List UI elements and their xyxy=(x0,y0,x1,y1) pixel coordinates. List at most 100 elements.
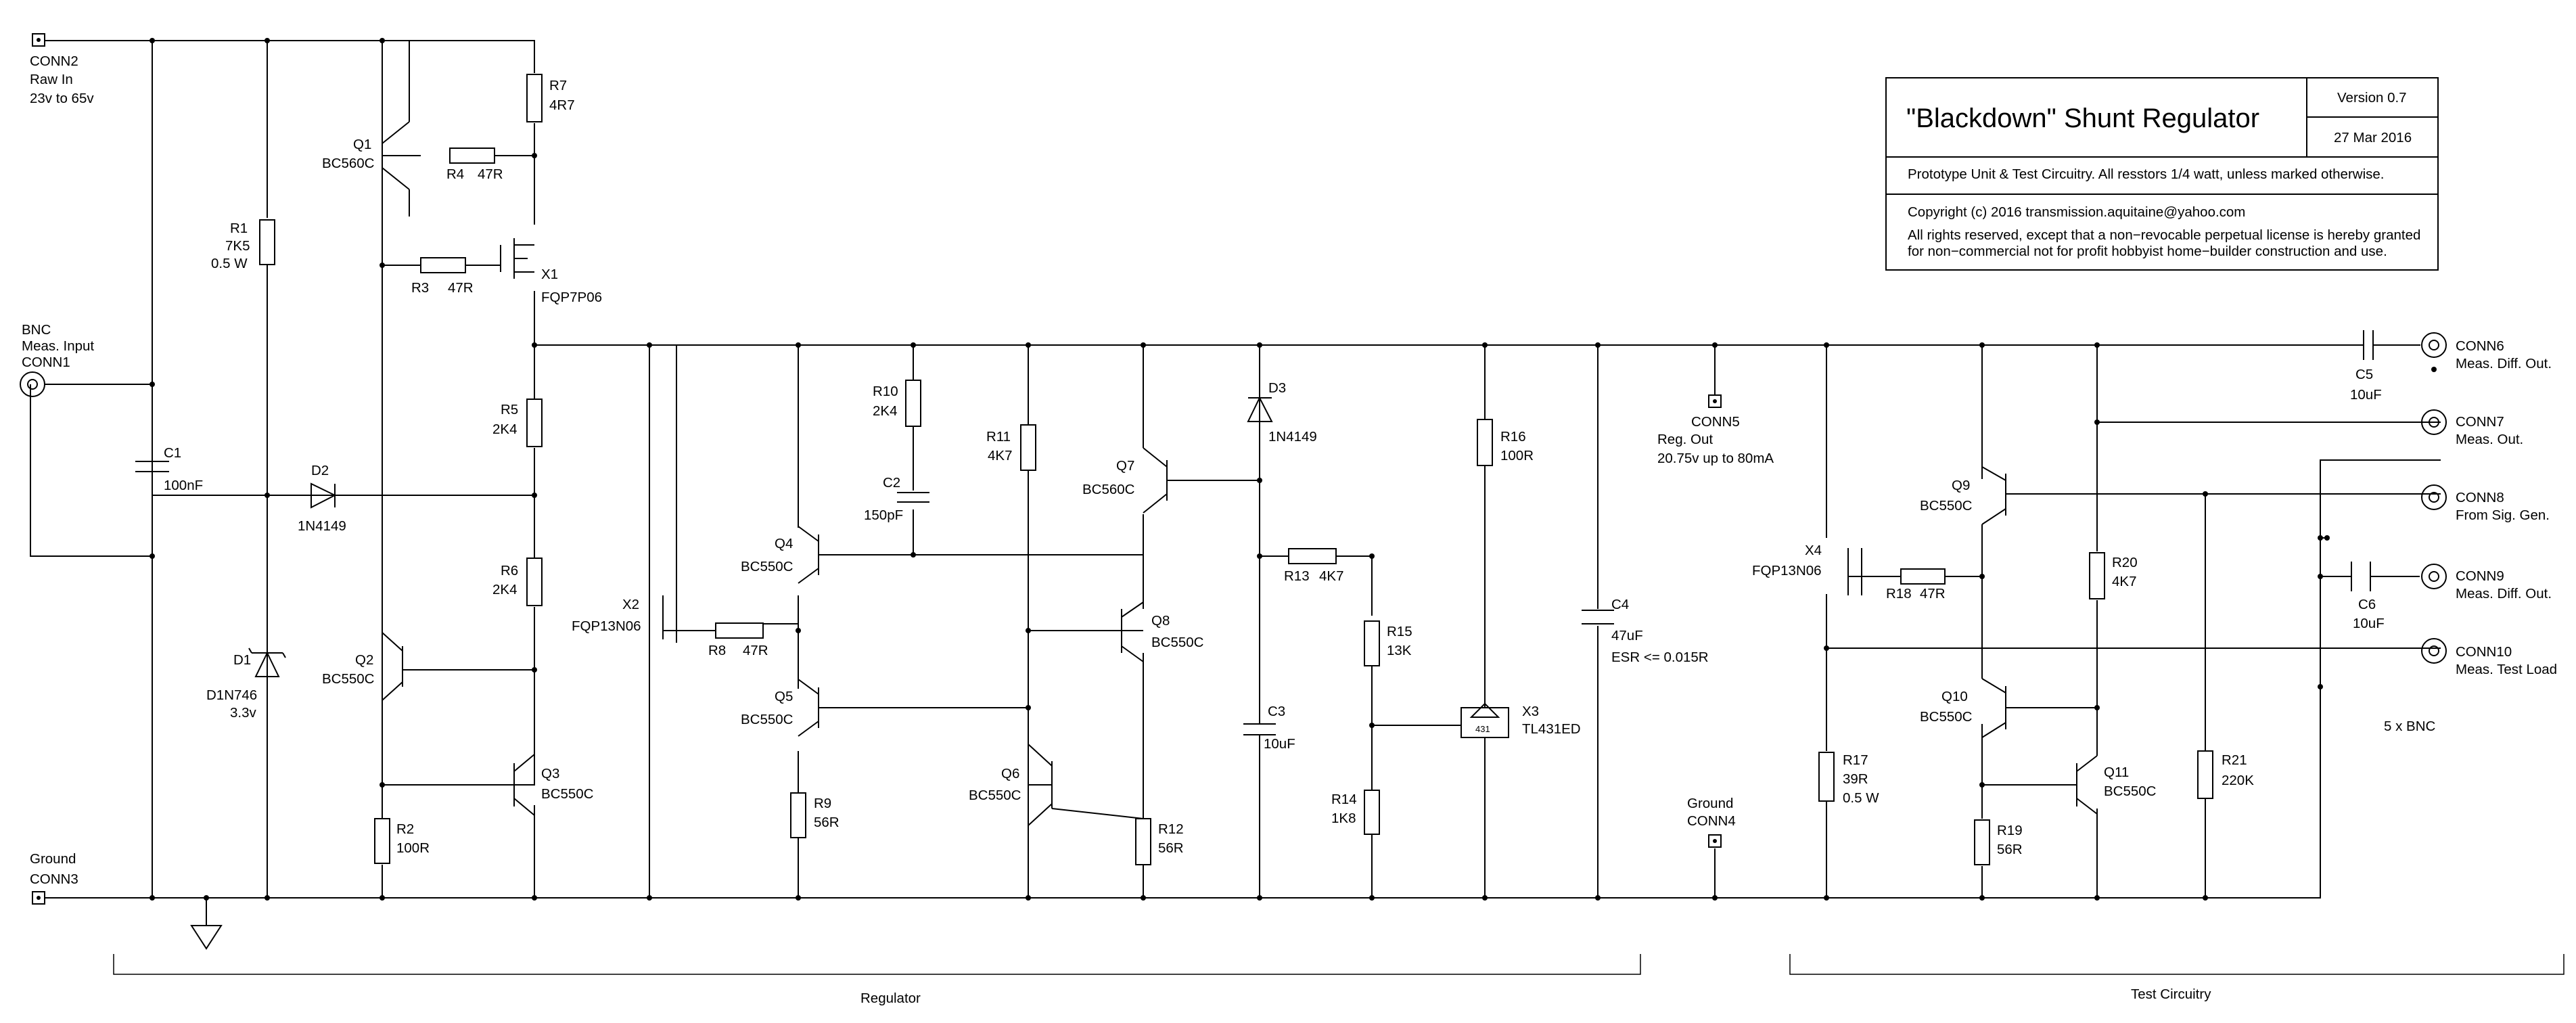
r5-value: 2K4 xyxy=(492,422,517,437)
connector-conn2: CONN2 Raw In 23v to 65v xyxy=(30,33,94,106)
q11-value: BC550C xyxy=(2104,783,2157,799)
conn5-label1: Reg. Out xyxy=(1657,432,1713,447)
resistor-r10: R10 2K4 xyxy=(873,380,921,427)
conn2-label2: 23v to 65v xyxy=(30,91,94,106)
capacitor-c5: C5 10uF xyxy=(2350,330,2382,403)
title-block-copyright: Copyright (c) 2016 transmission.aquitain… xyxy=(1908,204,2245,220)
r11-value: 4K7 xyxy=(988,448,1012,463)
section-regulator-label: Regulator xyxy=(860,991,921,1006)
q3-ref: Q3 xyxy=(541,766,559,781)
diode-d1: D1 D1N746 3.3v xyxy=(206,647,286,721)
section-test-circuitry: Test Circuitry xyxy=(1789,954,2564,1002)
conn5-ref: CONN5 xyxy=(1691,414,1740,430)
x2-value: FQP13N06 xyxy=(572,618,641,634)
q10-value: BC550C xyxy=(1920,709,1973,725)
mosfet-x2: X2 FQP13N06 xyxy=(572,595,677,639)
q2-value: BC550C xyxy=(322,671,375,687)
q8-ref: Q8 xyxy=(1151,613,1170,629)
transistor-q11: Q11 BC550C xyxy=(2063,755,2157,815)
resistor-r9: R9 56R xyxy=(790,792,840,838)
c2-ref: C2 xyxy=(883,475,900,491)
mosfet-x1: X1 FQP7P06 xyxy=(465,238,602,305)
resistor-r16: R16 100R xyxy=(1477,419,1534,466)
section-regulator: Regulator xyxy=(113,954,1641,1006)
c2-value: 150pF xyxy=(864,507,903,523)
conn10-label1: Meas. Test Load xyxy=(2456,662,2557,677)
q4-ref: Q4 xyxy=(775,536,793,551)
title-block-description: Prototype Unit & Test Circuitry. All res… xyxy=(1908,166,2384,182)
conn7-ref: CONN7 xyxy=(2456,414,2504,430)
title-block-license-2: for non−commercial not for profit hobbyi… xyxy=(1908,244,2387,259)
r18-value: 47R xyxy=(1920,586,1946,601)
r9-ref: R9 xyxy=(814,796,831,811)
r14-value: 1K8 xyxy=(1331,811,1356,826)
d3-ref: D3 xyxy=(1268,380,1286,396)
r11-ref: R11 xyxy=(986,429,1011,445)
r3-value: 47R xyxy=(448,280,474,296)
c5-ref: C5 xyxy=(2355,367,2373,382)
resistor-r11: R11 4K7 xyxy=(986,424,1036,471)
conn6-label1: Meas. Diff. Out. xyxy=(2456,356,2552,371)
capacitor-c2: C2 150pF xyxy=(864,475,929,523)
conn9-label1: Meas. Diff. Out. xyxy=(2456,586,2552,601)
c4-ref: C4 xyxy=(1611,597,1629,612)
d1-value: D1N746 xyxy=(206,687,257,703)
conn8-ref: CONN8 xyxy=(2456,490,2504,505)
r21-ref: R21 xyxy=(2222,752,2247,768)
q5-ref: Q5 xyxy=(775,689,793,704)
r12-ref: R12 xyxy=(1158,821,1184,837)
connector-conn6: CONN6 Meas. Diff. Out. xyxy=(2421,332,2552,372)
x1-ref: X1 xyxy=(541,267,558,282)
q3-value: BC550C xyxy=(541,786,594,802)
transistor-q1: Q1 BC560C xyxy=(322,41,410,217)
connector-conn9: CONN9 Meas. Diff. Out. xyxy=(2421,564,2552,601)
transistor-q6: Q6 BC550C xyxy=(969,766,1144,819)
conn6-ref: CONN6 xyxy=(2456,338,2504,354)
q6-value: BC550C xyxy=(969,788,1021,803)
c1-value: 100nF xyxy=(164,478,203,493)
resistor-r19: R19 56R xyxy=(1974,819,2023,865)
c3-value: 10uF xyxy=(1264,736,1295,752)
transistor-q5: Q5 BC550C xyxy=(741,679,835,737)
q1-value: BC560C xyxy=(322,156,375,171)
resistor-r4: R4 47R xyxy=(446,147,503,182)
r17-value: 39R xyxy=(1843,771,1868,787)
title-block-date: 27 Mar 2016 xyxy=(2334,130,2412,145)
q9-value: BC550C xyxy=(1920,498,1973,514)
r5-ref: R5 xyxy=(501,402,518,417)
r17-ref: R17 xyxy=(1843,752,1868,768)
connector-conn10: CONN10 Meas. Test Load xyxy=(2421,638,2557,677)
transistor-q10: Q10 BC550C xyxy=(1920,678,2006,738)
q5-value: BC550C xyxy=(741,712,794,727)
r3-ref: R3 xyxy=(411,280,429,296)
r10-value: 2K4 xyxy=(873,403,897,419)
conn3-ref: CONN3 xyxy=(30,871,78,887)
c6-ref: C6 xyxy=(2358,597,2376,612)
r14-ref: R14 xyxy=(1331,792,1357,807)
conn1-label0: BNC xyxy=(22,322,51,338)
transistor-q3: Q3 BC550C xyxy=(501,754,594,816)
r7-ref: R7 xyxy=(549,78,567,93)
conn5-label2: 20.75v up to 80mA xyxy=(1657,451,1774,466)
transistor-q8: Q8 BC550C xyxy=(1121,555,1204,662)
r2-ref: R2 xyxy=(396,821,414,837)
resistor-r14: R14 1K8 xyxy=(1331,790,1380,835)
connector-conn7: CONN7 Meas. Out. xyxy=(2421,409,2523,447)
r16-ref: R16 xyxy=(1500,429,1526,445)
r6-value: 2K4 xyxy=(492,582,517,597)
resistor-r21: R21 220K xyxy=(2197,750,2254,799)
conn9-ref: CONN9 xyxy=(2456,568,2504,584)
capacitor-c4: C4 47uF ESR <= 0.015R xyxy=(1582,597,1709,665)
r19-ref: R19 xyxy=(1997,823,2023,838)
resistor-r5: R5 2K4 xyxy=(492,399,543,447)
r21-value: 220K xyxy=(2222,773,2254,788)
r6-ref: R6 xyxy=(501,563,518,578)
conn3-label1: Ground xyxy=(30,851,76,867)
r13-ref: R13 xyxy=(1284,568,1310,584)
q8-value: BC550C xyxy=(1151,635,1204,650)
conn1-ref: CONN1 xyxy=(22,355,70,370)
r15-ref: R15 xyxy=(1387,624,1412,639)
c5-value: 10uF xyxy=(2350,387,2382,403)
r20-ref: R20 xyxy=(2112,555,2138,570)
